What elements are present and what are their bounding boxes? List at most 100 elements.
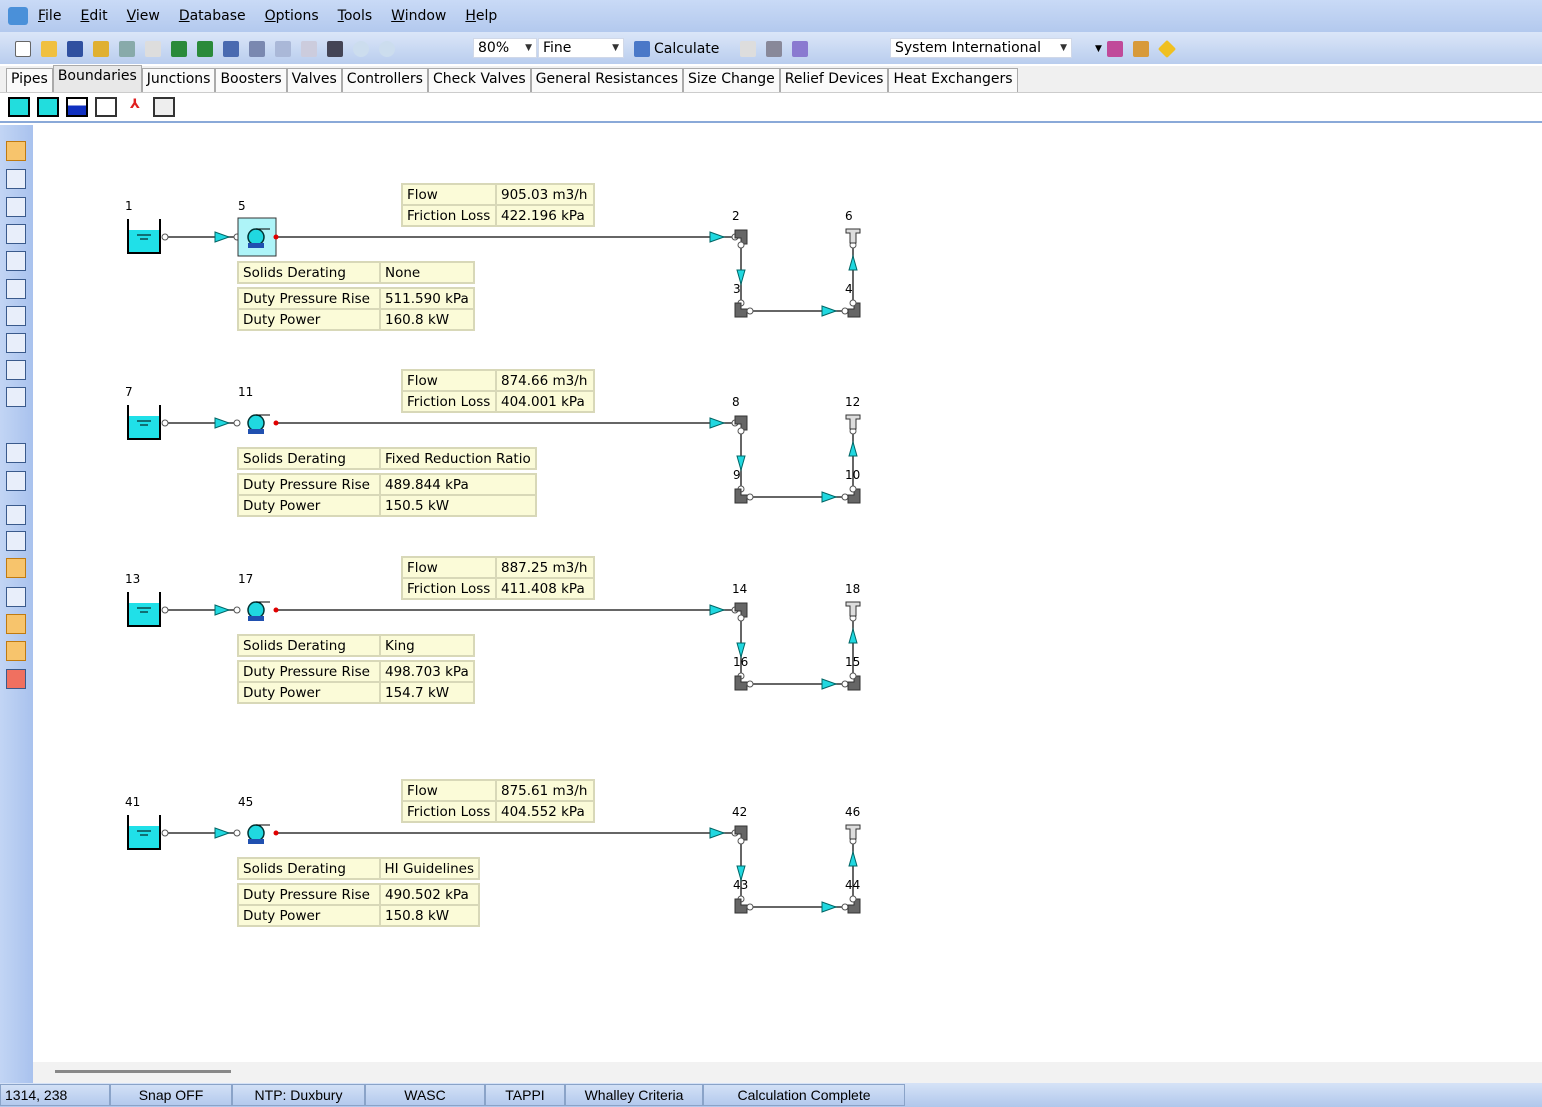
zoom-select[interactable]: 80%▼: [473, 38, 537, 58]
export-excel-icon[interactable]: [171, 41, 187, 57]
dead-end-icon[interactable]: [95, 97, 117, 117]
scroll-thumb[interactable]: [55, 1070, 231, 1073]
output-list-icon[interactable]: [1132, 41, 1149, 57]
discharge-icon[interactable]: [845, 601, 861, 617]
discharge-icon[interactable]: [845, 414, 861, 430]
menu-edit[interactable]: Edit: [80, 8, 108, 24]
distribute-tool-icon[interactable]: [6, 471, 26, 491]
reservoir-icon[interactable]: [127, 219, 161, 254]
elbow-icon[interactable]: [734, 675, 748, 691]
move-tool-icon[interactable]: [6, 443, 26, 463]
pump-icon[interactable]: [247, 228, 265, 246]
tab-junctions[interactable]: Junctions: [141, 68, 216, 92]
menu-view[interactable]: View: [126, 8, 160, 24]
elbow-icon[interactable]: [734, 898, 748, 914]
box-select-tool-icon[interactable]: [6, 169, 26, 189]
direction-icon[interactable]: [1157, 39, 1176, 59]
tab-pipes[interactable]: Pipes: [6, 68, 53, 92]
book-icon[interactable]: [792, 41, 808, 57]
pump-icon[interactable]: [247, 601, 265, 619]
script-icon[interactable]: [766, 41, 782, 57]
connection-node: [849, 672, 857, 680]
junction-label: 8: [732, 395, 740, 409]
menu-tools[interactable]: Tools: [337, 8, 373, 24]
tab-relief-devices[interactable]: Relief Devices: [779, 68, 889, 92]
discharge-icon[interactable]: [845, 824, 861, 840]
chevron-down-icon[interactable]: ▼: [1095, 44, 1102, 54]
tab-boosters[interactable]: Boosters: [215, 68, 287, 92]
cut-icon[interactable]: [249, 41, 265, 57]
new-icon[interactable]: [15, 41, 31, 57]
annotation-tool-icon[interactable]: [6, 251, 26, 271]
flow-arrow-icon: [736, 269, 746, 286]
reservoir-icon[interactable]: [127, 815, 161, 850]
tab-controllers[interactable]: Controllers: [341, 68, 428, 92]
tank-icon[interactable]: [66, 97, 88, 117]
pump-icon[interactable]: [247, 414, 265, 432]
rounded-rect-tool-icon[interactable]: [6, 360, 26, 380]
color-tool-icon[interactable]: [6, 669, 26, 689]
pipe-tool-tool-icon[interactable]: [6, 587, 26, 607]
discharge-icon[interactable]: [845, 228, 861, 244]
import-excel-icon[interactable]: [197, 41, 213, 57]
find-icon[interactable]: [327, 41, 343, 57]
ellipse-tool-icon[interactable]: [6, 387, 26, 407]
text-tool-icon[interactable]: [6, 531, 26, 551]
marker-tool-icon[interactable]: [6, 641, 26, 661]
tab-boundaries[interactable]: Boundaries: [52, 65, 142, 92]
spray-discharge-icon[interactable]: ⅄: [130, 97, 140, 112]
tab-general-resistances[interactable]: General Resistances: [530, 68, 683, 92]
reservoir-icon[interactable]: [127, 405, 161, 440]
property-value: 422.196 kPa: [495, 204, 595, 227]
print-preview-icon[interactable]: [145, 41, 161, 57]
lasso-tool-icon[interactable]: [6, 197, 26, 217]
elbow-icon[interactable]: [734, 302, 748, 318]
image-tool-icon[interactable]: [6, 279, 26, 299]
undo-icon[interactable]: [223, 41, 239, 57]
elbow-icon[interactable]: [734, 488, 748, 504]
resize-tool-icon[interactable]: [6, 224, 26, 244]
toolbar: 80%▼ Fine▼ Calculate System Internationa…: [0, 32, 1542, 64]
assigned-flow-icon[interactable]: [153, 97, 175, 117]
reservoir-icon[interactable]: [8, 97, 30, 117]
select-tool-icon[interactable]: [6, 141, 26, 161]
calculate-button[interactable]: Calculate: [634, 38, 719, 60]
save-icon[interactable]: [67, 41, 83, 57]
elbow-icon[interactable]: [847, 898, 861, 914]
elbow-icon[interactable]: [847, 675, 861, 691]
menu-window[interactable]: Window: [391, 8, 447, 24]
tab-check-valves[interactable]: Check Valves: [427, 68, 531, 92]
folder-icon[interactable]: [93, 41, 109, 57]
flow-arrow-icon: [821, 901, 838, 913]
horizontal-scrollbar[interactable]: [33, 1062, 1542, 1083]
property-value: 404.001 kPa: [495, 390, 595, 413]
quality-select[interactable]: Fine▼: [538, 38, 624, 58]
copy-icon[interactable]: [275, 41, 291, 57]
pump-icon[interactable]: [247, 824, 265, 842]
zoom-in-icon[interactable]: [353, 41, 369, 57]
reservoir-icon[interactable]: [127, 592, 161, 627]
stop-icon[interactable]: [740, 41, 756, 57]
paste-icon[interactable]: [301, 41, 317, 57]
list-icon[interactable]: [119, 41, 135, 57]
tab-valves[interactable]: Valves: [286, 68, 342, 92]
zoom-out-icon[interactable]: [379, 41, 395, 57]
pump-tool-tool-icon[interactable]: [6, 558, 26, 578]
assigned-pressure-icon[interactable]: [37, 97, 59, 117]
edit-tool-tool-icon[interactable]: [6, 614, 26, 634]
menu-database[interactable]: Database: [178, 8, 246, 24]
menu-file[interactable]: File: [38, 8, 62, 24]
rectangle-tool-icon[interactable]: [6, 333, 26, 353]
menu-options[interactable]: Options: [264, 8, 319, 24]
menu-help[interactable]: Help: [465, 8, 498, 24]
tab-size-change[interactable]: Size Change: [683, 68, 780, 92]
elbow-icon[interactable]: [847, 488, 861, 504]
elbow-icon[interactable]: [847, 302, 861, 318]
units-select[interactable]: System International▼: [890, 38, 1072, 58]
help-icon[interactable]: [1106, 41, 1123, 57]
tab-heat-exchangers[interactable]: Heat Exchangers: [888, 68, 1018, 92]
table-tool-icon[interactable]: [6, 306, 26, 326]
open-icon[interactable]: [41, 41, 57, 57]
callout-tool-icon[interactable]: [6, 505, 26, 525]
